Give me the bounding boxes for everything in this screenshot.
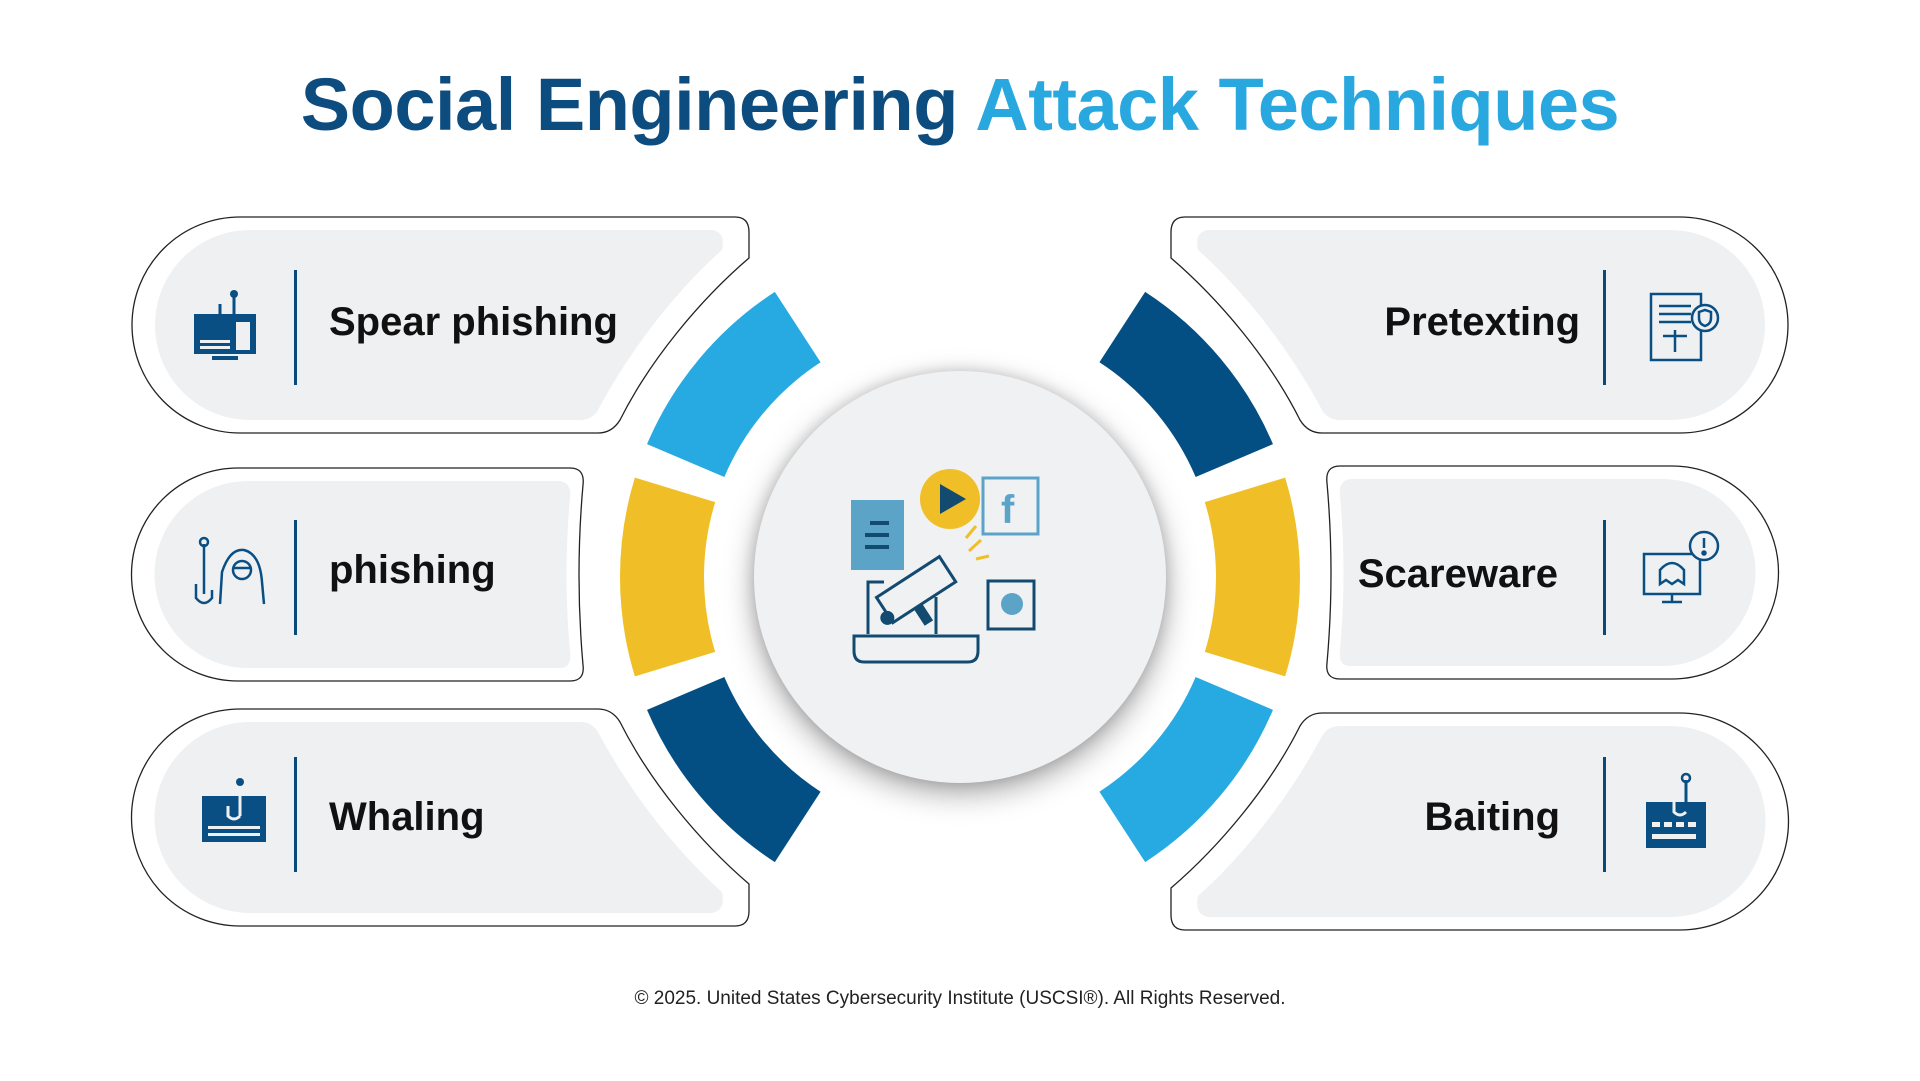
- label-baiting: Baiting: [1424, 795, 1560, 839]
- label-spear-phishing: Spear phishing: [329, 300, 618, 344]
- segment-middle-left: [620, 477, 716, 677]
- label-phishing: phishing: [329, 548, 496, 592]
- svg-text:f: f: [1001, 488, 1015, 532]
- divider: [294, 270, 297, 385]
- keyboard-hook-icon: [1642, 772, 1726, 856]
- label-scareware: Scareware: [1357, 552, 1558, 596]
- segment-top-right: [1099, 291, 1273, 477]
- title-part-2: Attack Techniques: [975, 63, 1620, 146]
- copyright-footer: © 2025. United States Cybersecurity Inst…: [634, 988, 1286, 1009]
- divider: [294, 520, 297, 635]
- divider: [1603, 270, 1606, 385]
- label-whaling: Whaling: [329, 795, 485, 839]
- document-shield-icon: [1645, 286, 1729, 370]
- screen-hook-icon: [198, 776, 282, 860]
- divider: [1603, 520, 1606, 635]
- center-circle: f: [754, 371, 1166, 783]
- segment-middle-right: [1204, 477, 1300, 677]
- page-title: Social Engineering Attack Techniques: [0, 62, 1920, 147]
- segment-bottom-left: [647, 677, 821, 863]
- divider: [1603, 757, 1606, 872]
- segment-bottom-right: [1099, 677, 1273, 863]
- label-pretexting: Pretexting: [1384, 300, 1580, 344]
- hacker-hook-icon: [190, 532, 274, 616]
- title-part-1: Social Engineering: [300, 63, 959, 146]
- segment-ring: [620, 291, 1300, 863]
- computer-hook-icon: [190, 284, 274, 368]
- monitor-ghost-alert-icon: [1640, 526, 1724, 610]
- megaphone-social-media-icon: f: [851, 469, 1040, 664]
- segment-top-left: [647, 291, 821, 477]
- divider: [294, 757, 297, 872]
